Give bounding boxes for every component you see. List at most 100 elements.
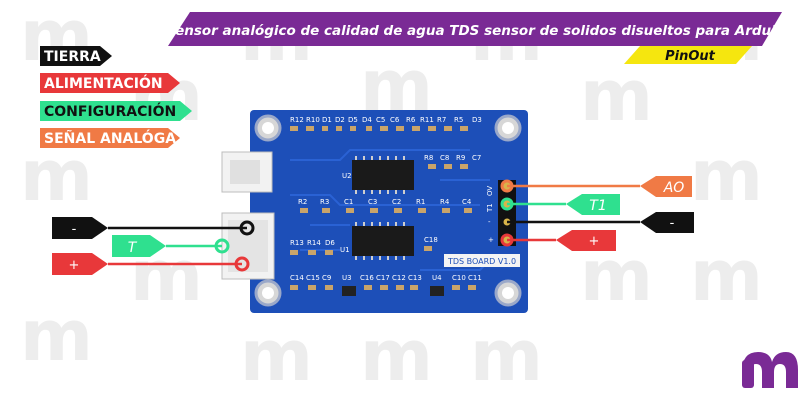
silk-label: C18: [424, 236, 438, 244]
svg-text:m: m: [580, 55, 653, 137]
silk-label: R9: [456, 154, 465, 162]
svg-text:m: m: [690, 235, 763, 317]
legend-label: TIERRA: [44, 49, 101, 65]
silk-label: D1: [322, 116, 332, 124]
silk-label: D3: [472, 116, 482, 124]
pin-ring-vcc: [500, 233, 514, 247]
silk-label: U4: [432, 274, 442, 282]
silk-label: C9: [322, 274, 331, 282]
legend-swatch: [40, 73, 180, 93]
header-pin-labels: OV T1 - +: [486, 186, 494, 244]
silk-label: D6: [325, 239, 335, 247]
pinout-tag: [624, 46, 752, 64]
silk-label: +: [488, 236, 494, 244]
tag-left-t: [112, 235, 166, 257]
svg-text:m: m: [240, 315, 313, 397]
board-name-plate: [444, 254, 520, 267]
silk-label: C8: [440, 154, 449, 162]
silk-label: R7: [437, 116, 446, 124]
ic-u2-pins: [355, 156, 405, 194]
silk-label: R11: [420, 116, 434, 124]
silk-label: OV: [486, 186, 494, 196]
legend-label: ALIMENTACIÓN: [44, 74, 163, 92]
silk-label: R14: [307, 239, 321, 247]
legend-item-tierra: TIERRA: [40, 46, 112, 66]
tag-vcc: [556, 230, 616, 251]
tag-vcc-label: +: [589, 234, 600, 249]
silk-label: U2: [342, 172, 352, 180]
svg-text:m: m: [20, 135, 93, 217]
mounting-hole-center: [262, 122, 274, 134]
pin-ring-left-t: [214, 238, 230, 254]
silk-label: U1: [340, 246, 350, 254]
brand-logo: [742, 352, 798, 388]
silk-label: R10: [306, 116, 320, 124]
silk-label: C3: [368, 198, 377, 206]
silk-label: C13: [408, 274, 422, 282]
silk-label: C5: [376, 116, 385, 124]
tag-gnd: [640, 212, 694, 233]
board-name: TDS BOARD V1.0: [447, 257, 516, 266]
pinout-label: PinOut: [665, 49, 716, 64]
ic-u1-pins: [355, 222, 405, 260]
tag-ao: [640, 176, 692, 197]
right-pinout: AO T1 - +: [500, 176, 694, 251]
legend-swatch: [40, 101, 192, 121]
tag-gnd-label: -: [670, 216, 675, 231]
legend-item-configuracion: CONFIGURACIÓN: [40, 101, 192, 121]
silk-label: D2: [335, 116, 345, 124]
mounting-hole-center: [502, 122, 514, 134]
svg-text:m: m: [0, 0, 73, 17]
pin-ring-ao: [500, 179, 514, 193]
tag-left-t-label: T: [128, 240, 138, 256]
svg-text:m: m: [690, 135, 763, 217]
tag-left-vcc: [52, 253, 108, 275]
pin-ring-gnd: [500, 215, 514, 229]
silk-label: R6: [406, 116, 416, 124]
silk-label: D4: [362, 116, 372, 124]
pin-ring-left-vcc: [234, 256, 250, 272]
pin-ring-t1: [500, 197, 514, 211]
silk-label: C14: [290, 274, 304, 282]
silkscreen-labels: R12 R10 D1 D2 D5 D4 C5 C6 R6 R11 R7 R5 D…: [290, 116, 482, 282]
legend-label: SEÑAL ANALÓGA: [44, 129, 176, 147]
tag-left-gnd: [52, 217, 108, 239]
silk-label: R5: [454, 116, 463, 124]
pin-ring-left-gnd: [239, 220, 255, 236]
pin-header: [498, 180, 516, 246]
ic-u1: [352, 226, 414, 256]
svg-text:m: m: [360, 315, 433, 397]
silk-label: C2: [392, 198, 401, 206]
title-banner: [168, 12, 782, 46]
mounting-hole-center: [262, 287, 274, 299]
silk-label: R13: [290, 239, 304, 247]
silk-label: C17: [376, 274, 390, 282]
silk-label: U3: [342, 274, 352, 282]
silk-label: C10: [452, 274, 466, 282]
silk-label: C12: [392, 274, 406, 282]
ic-u4: [430, 286, 444, 296]
tag-t1: [566, 194, 620, 215]
silk-label: C11: [468, 274, 482, 282]
silk-label: T1: [486, 203, 494, 213]
silk-label: R12: [290, 116, 304, 124]
legend-swatch: [40, 128, 180, 148]
ic-u2: [352, 160, 414, 190]
svg-text:m: m: [130, 55, 203, 137]
silk-label: C4: [462, 198, 472, 206]
silk-label: C7: [472, 154, 481, 162]
ic-u3: [342, 286, 356, 296]
legend-label: CONFIGURACIÓN: [44, 102, 176, 120]
tag-left-vcc-label: +: [69, 258, 80, 273]
silk-label: C1: [344, 198, 353, 206]
legend: TIERRA ALIMENTACIÓN CONFIGURACIÓN SEÑAL …: [40, 46, 192, 148]
left-pinout: - T +: [52, 217, 255, 275]
tds-board: R12 R10 D1 D2 D5 D4 C5 C6 R6 R11 R7 R5 D…: [221, 110, 528, 313]
silk-label: R1: [416, 198, 425, 206]
legend-item-alimentacion: ALIMENTACIÓN: [40, 73, 180, 93]
tag-left-gnd-label: -: [72, 222, 77, 237]
silk-label: R3: [320, 198, 329, 206]
silk-label: C15: [306, 274, 320, 282]
